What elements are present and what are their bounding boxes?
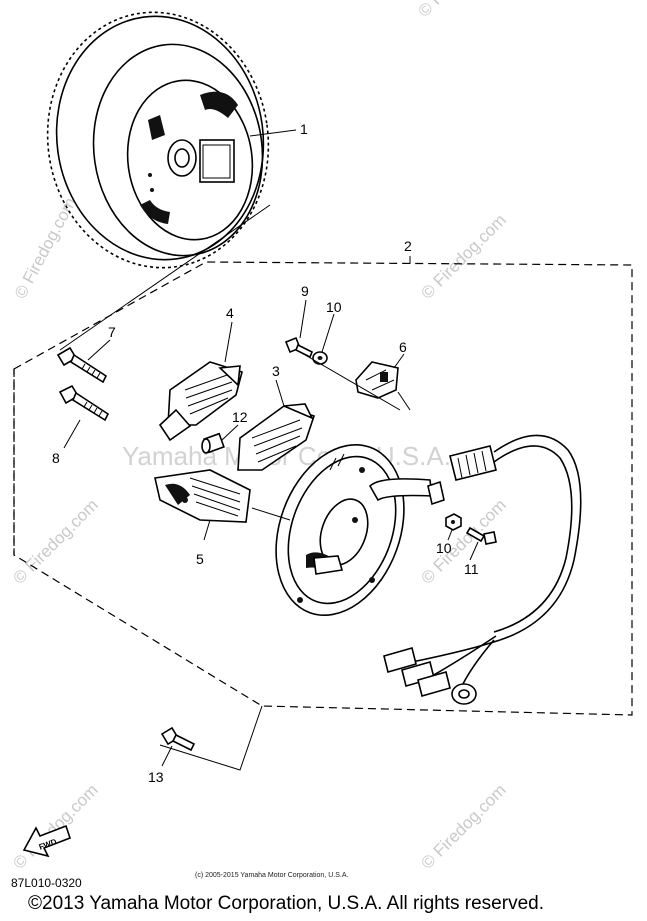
fwd-arrow: FWD xyxy=(22,824,72,858)
callout-8: 8 xyxy=(52,450,60,466)
bolt-13 xyxy=(160,726,196,752)
washer-10-top xyxy=(312,351,328,365)
callout-4: 4 xyxy=(226,305,234,321)
watermark-side: © Firedog.com xyxy=(11,194,80,302)
callout-6: 6 xyxy=(399,339,407,355)
callout-3: 3 xyxy=(272,363,280,379)
callout-12: 12 xyxy=(232,409,248,425)
watermark-diag-4: © Firedog.com xyxy=(9,780,101,872)
callout-10-bottom: 10 xyxy=(436,540,452,556)
flywheel-rotor xyxy=(46,11,270,269)
callout-13: 13 xyxy=(148,769,164,785)
wire-harness xyxy=(369,434,582,705)
clamp xyxy=(355,361,399,399)
watermark-diag-5: © Firedog.com xyxy=(417,780,509,872)
watermark-diag-6: © Firedog.com xyxy=(414,0,506,21)
footer-copyright: ©2013 Yamaha Motor Corporation, U.S.A. A… xyxy=(28,893,544,914)
callout-7: 7 xyxy=(108,324,116,340)
part-code: 87L010-0320 xyxy=(11,876,82,890)
callout-11: 11 xyxy=(464,561,479,577)
screw-9 xyxy=(284,336,314,359)
bolt-8 xyxy=(58,384,110,422)
screw-11 xyxy=(465,526,497,545)
watermark-diag-2: © Firedog.com xyxy=(9,495,101,587)
nut-10-bottom xyxy=(445,513,462,531)
watermark-diag-1: © Firedog.com xyxy=(417,210,509,302)
pulser-coil xyxy=(154,469,251,523)
callout-10-top: 10 xyxy=(326,299,342,315)
collar xyxy=(201,432,225,454)
callout-1: 1 xyxy=(300,121,308,137)
callout-5: 5 xyxy=(196,551,204,567)
small-copyright: (c) 2005-2015 Yamaha Motor Corporation, … xyxy=(195,872,349,879)
callout-2: 2 xyxy=(404,238,412,254)
bolt-7 xyxy=(56,346,108,384)
callout-9: 9 xyxy=(301,283,309,299)
lighting-coil xyxy=(158,361,243,442)
